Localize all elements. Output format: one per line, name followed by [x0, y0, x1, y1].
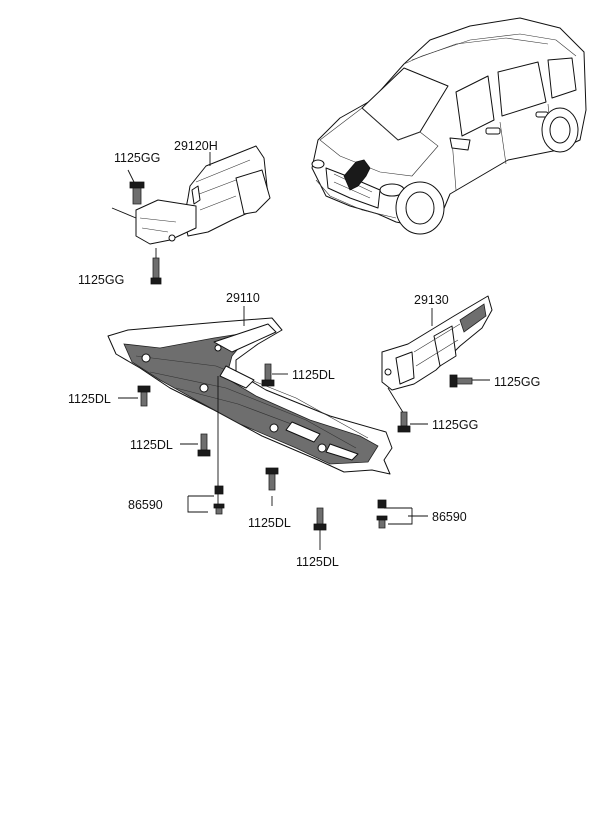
part-label-29130: 29130 [414, 293, 449, 307]
clip-86590-icon [376, 499, 388, 529]
part-label-1125DL: 1125DL [130, 438, 173, 452]
bolt-1125GG-icon [449, 374, 473, 388]
part-label-1125DL: 1125DL [248, 516, 291, 530]
bolt-1125GG-upper-icon [129, 181, 145, 205]
bolt-1125GG-icon [397, 411, 411, 433]
bolt-1125GG-lower-icon [150, 257, 162, 285]
bolt-1125DL-icon [261, 363, 275, 387]
part-29110-under-cover [107, 317, 393, 475]
leaders-29110 [118, 306, 428, 550]
part-label-29110: 29110 [226, 291, 260, 305]
vehicle-illustration [311, 17, 587, 235]
clip-86590-icon [213, 485, 225, 515]
part-29120H-side-cover [135, 145, 271, 245]
bolt-1125DL-icon [313, 507, 327, 531]
part-label-29120H: 29120H [174, 139, 218, 153]
part-label-1125GG: 1125GG [432, 418, 478, 432]
part-label-1125GG: 1125GG [494, 375, 540, 389]
part-label-86590: 86590 [432, 510, 467, 524]
bolt-1125DL-icon [265, 467, 279, 491]
bolt-1125DL-icon [197, 433, 211, 457]
part-29130-side-cover [381, 295, 493, 391]
part-label-1125DL: 1125DL [292, 368, 335, 382]
leaders-29130 [387, 308, 490, 425]
bolt-1125DL-icon [137, 385, 151, 407]
part-label-1125DL: 1125DL [68, 392, 111, 406]
part-label-1125DL: 1125DL [296, 555, 339, 569]
part-label-1125GG: 1125GG [114, 151, 160, 165]
part-label-1125GG: 1125GG [78, 273, 124, 287]
part-label-86590: 86590 [128, 498, 163, 512]
